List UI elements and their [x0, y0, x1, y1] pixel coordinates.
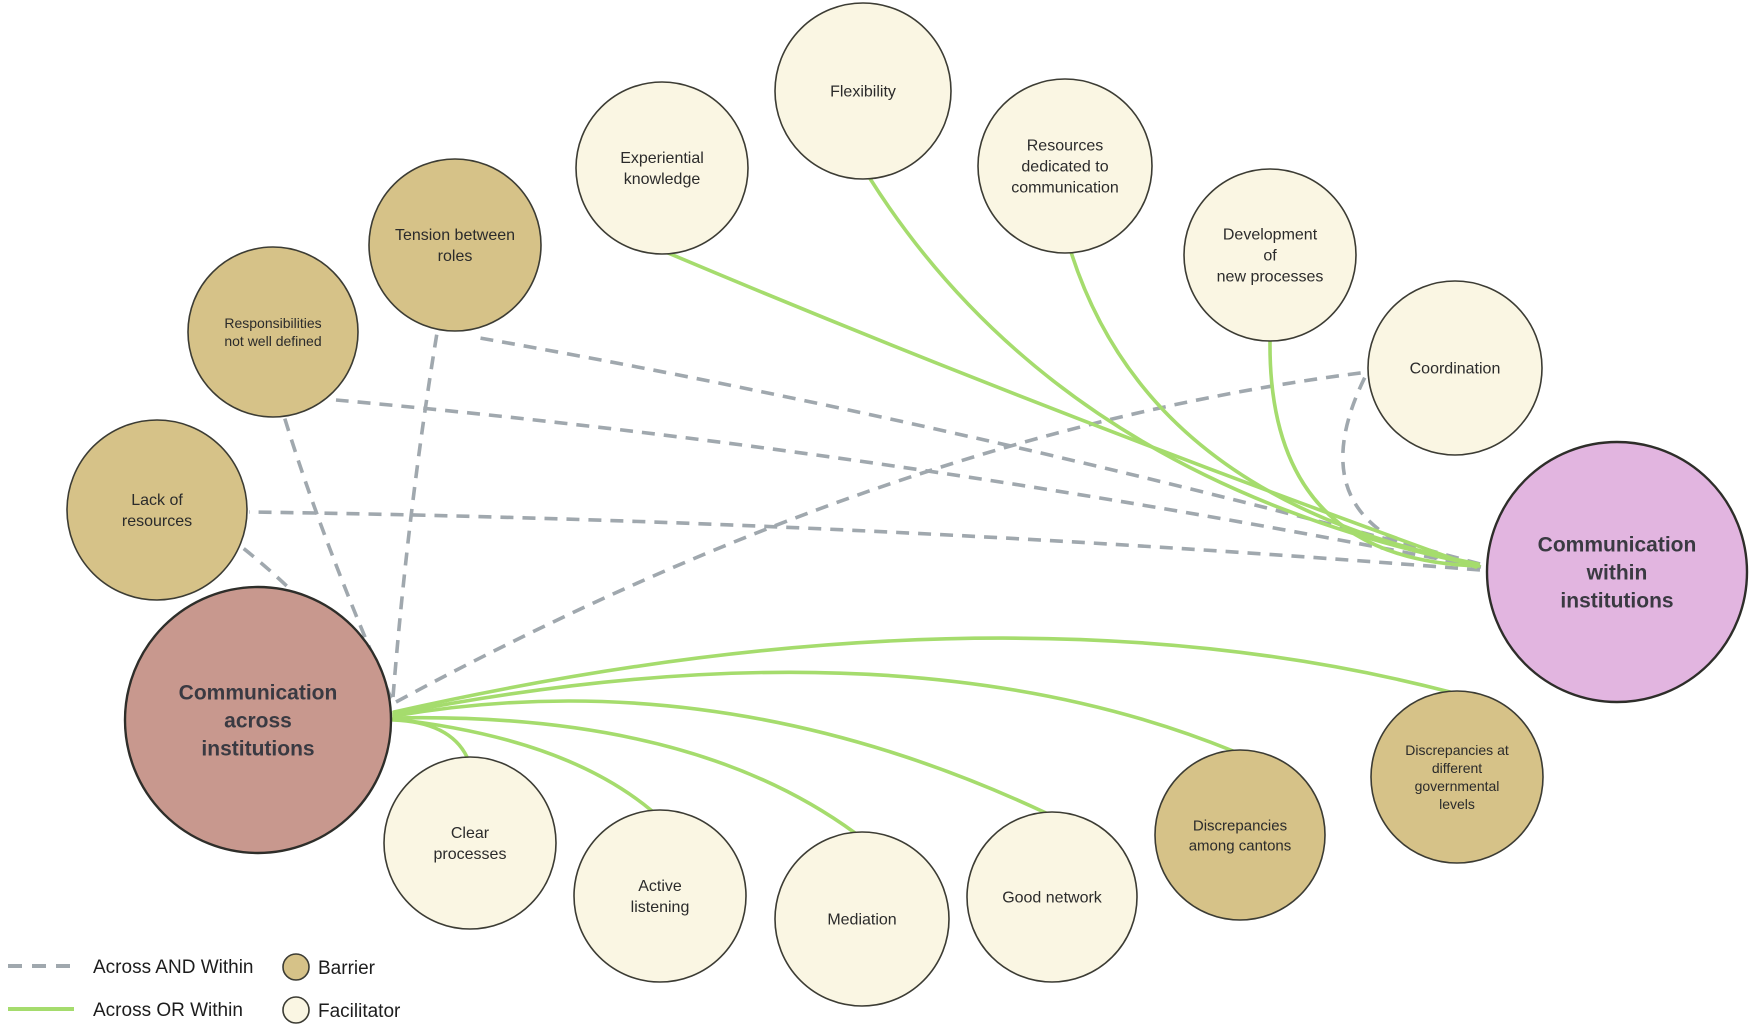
- node-clear-processes: [383, 756, 557, 930]
- edge-communication-within-institutions--lack-of-resources: [248, 510, 1481, 572]
- node-label-line: roles: [438, 248, 473, 265]
- edge-communication-across-institutions--mediation: [392, 715, 857, 835]
- node-coordination: [1367, 280, 1543, 456]
- node-label-line: across: [224, 709, 292, 732]
- node-label-line: processes: [434, 846, 507, 863]
- legend-label-across-or-within: Across OR Within: [93, 1000, 243, 1021]
- edge-development-of-new-processes--communication-within-institutions: [1268, 339, 1481, 568]
- node-label-mediation: Mediation: [827, 912, 896, 929]
- node-lack-of-resources: [66, 419, 248, 601]
- node-active-listening: [573, 809, 747, 983]
- node-label-clear-processes: Clear processes: [434, 825, 507, 863]
- node-flexibility: [774, 2, 952, 180]
- node-label-tension-between-roles: Tension between roles: [395, 227, 515, 265]
- node-label-coordination: Coordination: [1410, 361, 1501, 378]
- edge-communication-within-institutions--tension-between-roles: [473, 335, 1481, 566]
- node-label-line: governmental: [1415, 778, 1500, 794]
- node-label-active-listening: Active listening: [631, 878, 690, 916]
- node-label-line: among cantons: [1189, 837, 1292, 854]
- node-label-line: communication: [1011, 180, 1119, 197]
- node-label-line: Tension between: [395, 227, 515, 244]
- node-label-line: Flexibility: [830, 84, 896, 101]
- node-label-line: Communication: [179, 681, 338, 704]
- node-label-line: Resources: [1027, 138, 1103, 155]
- node-label-development-of-new-processes: Development of new processes: [1217, 227, 1324, 286]
- edge-communication-across-institutions--discrepancies-at-different-governmental-levels: [392, 636, 1452, 714]
- node-label-line: Communication: [1538, 533, 1697, 556]
- node-label-line: dedicated to: [1021, 159, 1108, 176]
- node-label-line: levels: [1439, 796, 1475, 812]
- node-label-communication-within-institutions: Communication within institutions: [1538, 533, 1697, 612]
- node-resources-dedicated-to-communication: [977, 78, 1153, 254]
- node-label-line: Experiential: [620, 150, 704, 167]
- edge-communication-across-institutions--discrepancies-among-cantons: [392, 670, 1235, 753]
- node-label-lack-of-resources: Lack of resources: [122, 492, 192, 530]
- legend: Across AND Within Across OR Within Barri…: [8, 953, 401, 1024]
- node-good-network: [966, 811, 1138, 983]
- node-label-line: resources: [122, 513, 192, 530]
- edge-communication-across-institutions--tension-between-roles: [391, 332, 439, 698]
- edge-experiential-knowledge--communication-within-institutions: [666, 251, 1478, 569]
- node-label-experiential-knowledge: Experiential knowledge: [620, 150, 704, 188]
- edge-communication-across-institutions--good-network: [392, 699, 1048, 815]
- edge-communication-across-institutions--active-listening: [391, 717, 654, 813]
- node-label-line: institutions: [1560, 589, 1673, 612]
- node-label-flexibility: Flexibility: [830, 84, 896, 101]
- node-experiential-knowledge: [575, 81, 749, 255]
- node-label-discrepancies-among-cantons: Discrepancies among cantons: [1189, 817, 1292, 854]
- node-label-communication-across-institutions: Communication across institutions: [179, 681, 338, 760]
- node-label-discrepancies-at-different-governmental-levels: Discrepancies at different governmental lev…: [1405, 742, 1509, 812]
- node-label-line: Mediation: [827, 912, 896, 929]
- node-label-line: Clear: [451, 825, 490, 842]
- edge-resources-dedicated-to-communication--communication-within-institutions: [1069, 250, 1480, 566]
- edge-flexibility--communication-within-institutions: [867, 175, 1479, 567]
- node-mediation: [774, 831, 950, 1007]
- node-label-line: Lack of: [131, 492, 183, 509]
- node-label-line: Responsibilities: [224, 315, 321, 331]
- node-discrepancies-at-different-governmental-levels: [1370, 690, 1544, 864]
- node-tension-between-roles: [368, 158, 542, 332]
- node-label-responsibilities-not-well-defined: Responsibilities not well defined: [224, 315, 321, 349]
- legend-facilitator-circle-swatch: [282, 996, 310, 1024]
- node-communication-within-institutions: [1485, 440, 1749, 704]
- node-label-resources-dedicated-to-communication: Resources dedicated to communication: [1011, 138, 1119, 197]
- nodes-layer: [66, 2, 1749, 1007]
- legend-label-across-and-within: Across AND Within: [93, 957, 253, 978]
- node-label-good-network: Good network: [1002, 890, 1103, 907]
- node-label-line: of: [1263, 248, 1277, 265]
- node-label-line: Development: [1223, 227, 1318, 244]
- edge-communication-within-institutions--responsibilities-not-well-defined: [335, 398, 1481, 569]
- node-label-line: Coordination: [1410, 361, 1501, 378]
- node-label-line: different: [1432, 760, 1482, 776]
- node-label-line: Good network: [1002, 890, 1103, 907]
- node-communication-across-institutions: [123, 585, 393, 855]
- node-responsibilities-not-well-defined: [187, 246, 359, 418]
- node-label-line: Discrepancies: [1193, 817, 1287, 834]
- node-development-of-new-processes: [1183, 168, 1357, 342]
- legend-label-barrier: Barrier: [318, 958, 376, 979]
- node-discrepancies-among-cantons: [1154, 749, 1326, 921]
- node-label-line: not well defined: [224, 333, 321, 349]
- node-label-line: new processes: [1217, 269, 1324, 286]
- legend-barrier-circle-swatch: [282, 953, 310, 981]
- node-label-line: knowledge: [624, 171, 701, 188]
- node-label-line: Active: [638, 878, 682, 895]
- edges-layer: [241, 175, 1482, 835]
- node-label-line: institutions: [201, 737, 314, 760]
- node-label-line: Discrepancies at: [1405, 742, 1509, 758]
- node-label-line: within: [1586, 561, 1648, 584]
- legend-label-facilitator: Facilitator: [318, 1001, 401, 1022]
- edge-communication-across-institutions--responsibilities-not-well-defined: [282, 415, 393, 699]
- edge-communication-across-institutions--coordination: [395, 370, 1369, 704]
- node-label-line: listening: [631, 899, 690, 916]
